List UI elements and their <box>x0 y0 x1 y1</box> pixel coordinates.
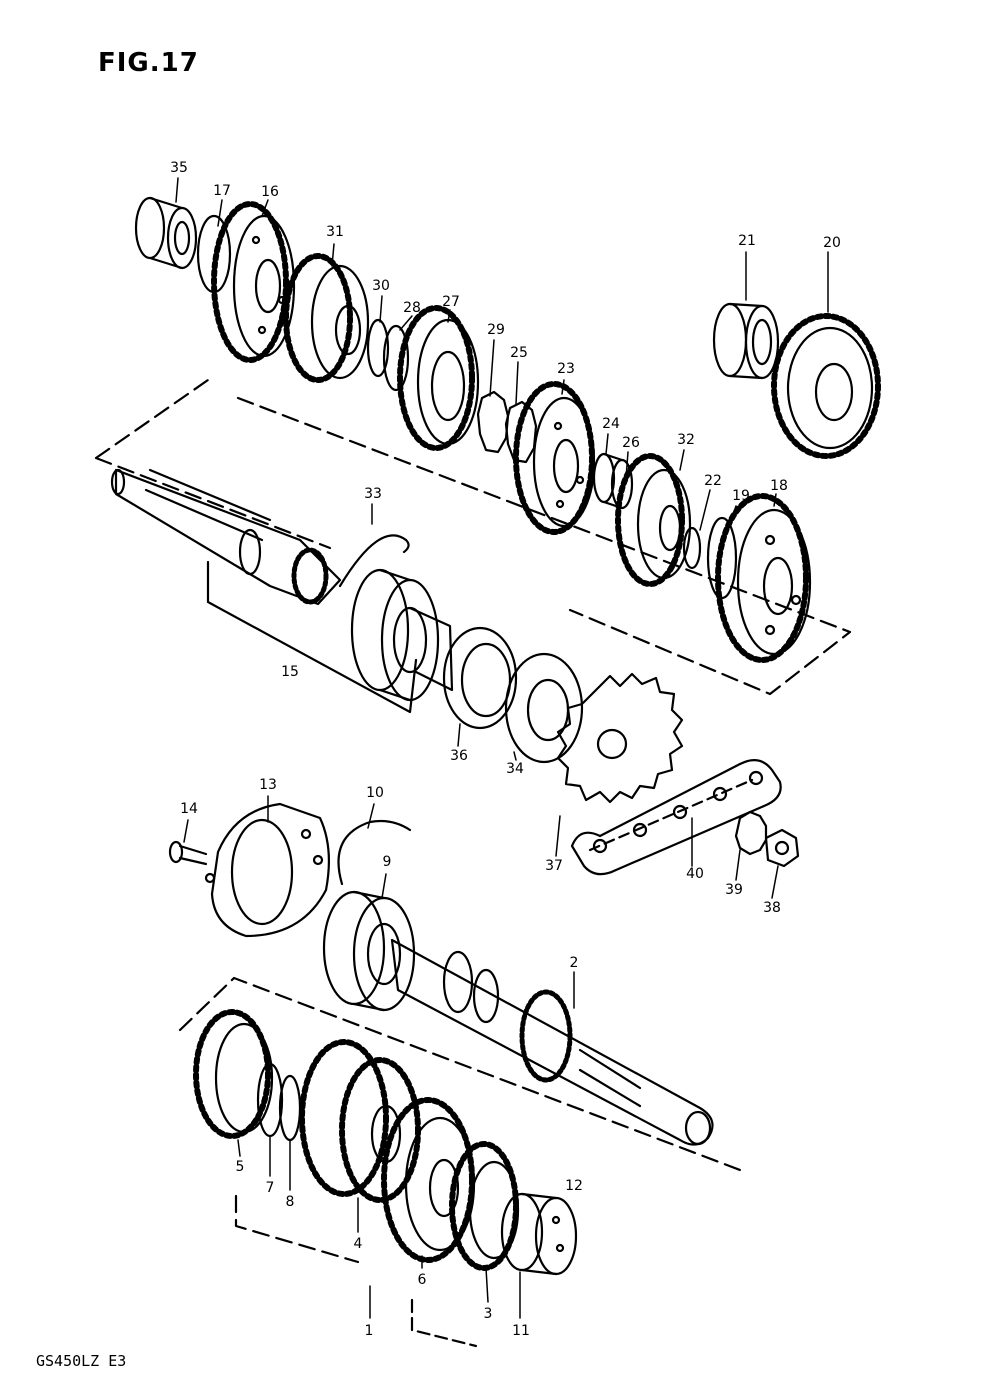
mainshaft-2 <box>390 938 714 1146</box>
circlip-10 <box>337 819 412 886</box>
figure-title: FIG.17 <box>98 48 199 78</box>
callout-2: 2 <box>569 955 579 971</box>
model-code: GS450LZ E3 <box>36 1352 127 1370</box>
callout-19: 19 <box>732 488 750 504</box>
callout-38: 38 <box>763 900 781 916</box>
callout-37: 37 <box>545 858 563 874</box>
callout-8: 8 <box>285 1194 295 1210</box>
countershaft-15 <box>110 468 418 714</box>
bushing-24 <box>592 452 634 510</box>
washer-28 <box>382 324 410 392</box>
callout-30: 30 <box>372 278 390 294</box>
sprocket-37 <box>556 672 684 804</box>
callout-12: 12 <box>565 1178 583 1194</box>
callout-23: 23 <box>557 361 575 377</box>
callout-15: 15 <box>281 664 299 680</box>
gear-27 <box>397 305 480 451</box>
callout-28: 28 <box>403 300 421 316</box>
callout-35: 35 <box>170 160 188 176</box>
callout-16: 16 <box>261 184 279 200</box>
gear-4 <box>299 1039 421 1203</box>
lock-washer-39 <box>734 810 768 856</box>
callout-32: 32 <box>677 432 695 448</box>
circlip-33 <box>338 534 410 588</box>
callout-14: 14 <box>180 801 198 817</box>
callout-40: 40 <box>686 866 704 882</box>
gear-6 <box>381 1097 476 1263</box>
gear-32 <box>615 453 692 587</box>
gear-31 <box>283 253 370 383</box>
callout-34: 34 <box>506 761 524 777</box>
leader-lines <box>175 177 829 1319</box>
callout-10: 10 <box>366 785 384 801</box>
callout-7: 7 <box>265 1180 275 1196</box>
callout-21: 21 <box>738 233 756 249</box>
callout-27: 27 <box>442 294 460 310</box>
callout-39: 39 <box>725 882 743 898</box>
callout-22: 22 <box>704 473 722 489</box>
callout-5: 5 <box>235 1159 245 1175</box>
bearing-9 <box>322 890 416 1012</box>
callout-36: 36 <box>450 748 468 764</box>
callout-1: 1 <box>364 1323 374 1339</box>
oil-seal-36 <box>442 626 518 730</box>
callout-18: 18 <box>770 478 788 494</box>
lock-washer-29 <box>476 390 510 454</box>
callout-3: 3 <box>483 1306 493 1322</box>
callout-17: 17 <box>213 183 231 199</box>
callout-29: 29 <box>487 322 505 338</box>
bearing-21 <box>712 302 780 380</box>
callout-24: 24 <box>602 416 620 432</box>
gear-23 <box>513 381 596 535</box>
callout-9: 9 <box>382 854 392 870</box>
callout-26: 26 <box>622 435 640 451</box>
circlip-22 <box>682 526 702 570</box>
callout-11: 11 <box>512 1323 530 1339</box>
mainshaft-group-frame <box>178 976 742 1264</box>
gear-5 <box>193 1009 274 1139</box>
circlip-30 <box>366 318 390 378</box>
callout-4: 4 <box>353 1236 363 1252</box>
gear-20 <box>771 313 881 459</box>
washer-19 <box>706 516 738 600</box>
gear-3 <box>449 1141 520 1271</box>
bushing-11 <box>500 1192 578 1276</box>
callout-13: 13 <box>259 777 277 793</box>
bearing-35 <box>134 196 198 270</box>
bearing-retainer-13 <box>204 802 330 938</box>
callout-20: 20 <box>823 235 841 251</box>
callout-25: 25 <box>510 345 528 361</box>
bearing-15 <box>350 568 454 702</box>
chain-40 <box>570 759 782 876</box>
screw-14 <box>168 840 208 866</box>
circlip-8 <box>278 1074 302 1142</box>
gear-18 <box>715 493 812 663</box>
callout-33: 33 <box>364 486 382 502</box>
callout-6: 6 <box>417 1272 427 1288</box>
gear-16 <box>211 201 296 363</box>
countershaft-group-frame <box>94 378 852 696</box>
nut-38 <box>764 828 800 868</box>
callout-31: 31 <box>326 224 344 240</box>
